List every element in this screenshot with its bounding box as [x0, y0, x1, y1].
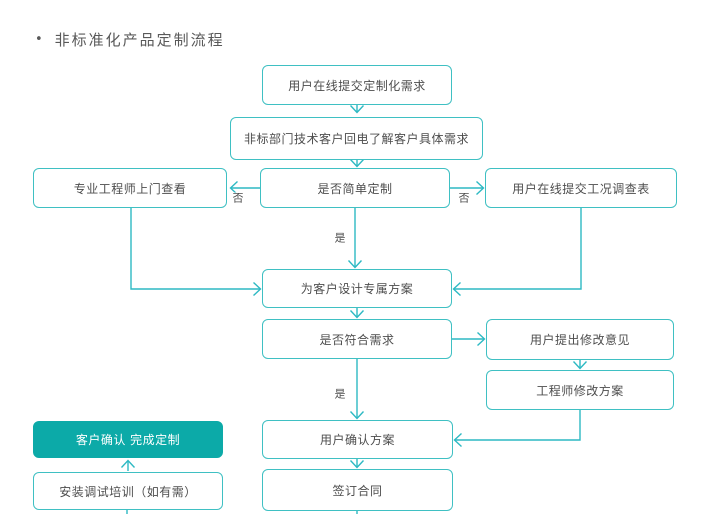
flow-node-submit-requirement: 用户在线提交定制化需求 [262, 65, 452, 105]
edge-label-yes-lower: 是 [333, 387, 347, 401]
flow-node-user-feedback: 用户提出修改意见 [486, 319, 674, 360]
flow-node-label: 工程师修改方案 [536, 383, 624, 398]
flow-node-label: 是否简单定制 [317, 181, 393, 196]
flow-node-label: 用户提出修改意见 [529, 333, 630, 347]
flow-node-label: 用户确认方案 [319, 433, 395, 447]
flow-node-custom-complete: 客户确认 完成定制 [33, 421, 223, 458]
page-title-row: • 非标准化产品定制流程 [35, 29, 225, 50]
page-title: 非标准化产品定制流程 [54, 31, 225, 49]
flow-node-label: 专业工程师上门查看 [73, 181, 187, 196]
edge-label-yes-mid: 是 [333, 231, 347, 245]
edge-label-no-right: 否 [457, 191, 471, 205]
flow-node-label: 客户确认 完成定制 [75, 433, 181, 447]
flow-node-design-plan: 为客户设计专属方案 [262, 269, 452, 308]
title-bullet: • [35, 32, 43, 47]
flow-node-meets-needs-decision: 是否符合需求 [262, 319, 452, 359]
flow-node-callback: 非标部门技术客户回电了解客户具体需求 [230, 117, 483, 160]
flow-node-install-training: 安装调试培训（如有需） [33, 472, 223, 510]
flow-node-engineer-revise: 工程师修改方案 [486, 370, 674, 410]
flow-node-label: 非标部门技术客户回电了解客户具体需求 [243, 132, 469, 146]
flow-node-label: 安装调试培训（如有需） [59, 484, 197, 499]
flow-node-simple-custom-decision: 是否简单定制 [260, 168, 450, 208]
flow-node-sign-contract: 签订合同 [262, 469, 453, 511]
flow-node-label: 用户在线提交定制化需求 [288, 78, 426, 93]
flow-node-label: 为客户设计专属方案 [300, 282, 414, 296]
flow-node-survey-form: 用户在线提交工况调查表 [485, 168, 677, 208]
flow-node-label: 用户在线提交工况调查表 [512, 181, 650, 196]
flow-node-label: 是否符合需求 [319, 332, 395, 347]
flow-node-user-confirm: 用户确认方案 [262, 420, 453, 459]
edge-label-no-left: 否 [231, 191, 245, 205]
flow-node-label: 签订合同 [332, 483, 383, 498]
flow-node-engineer-visit: 专业工程师上门查看 [33, 168, 227, 208]
